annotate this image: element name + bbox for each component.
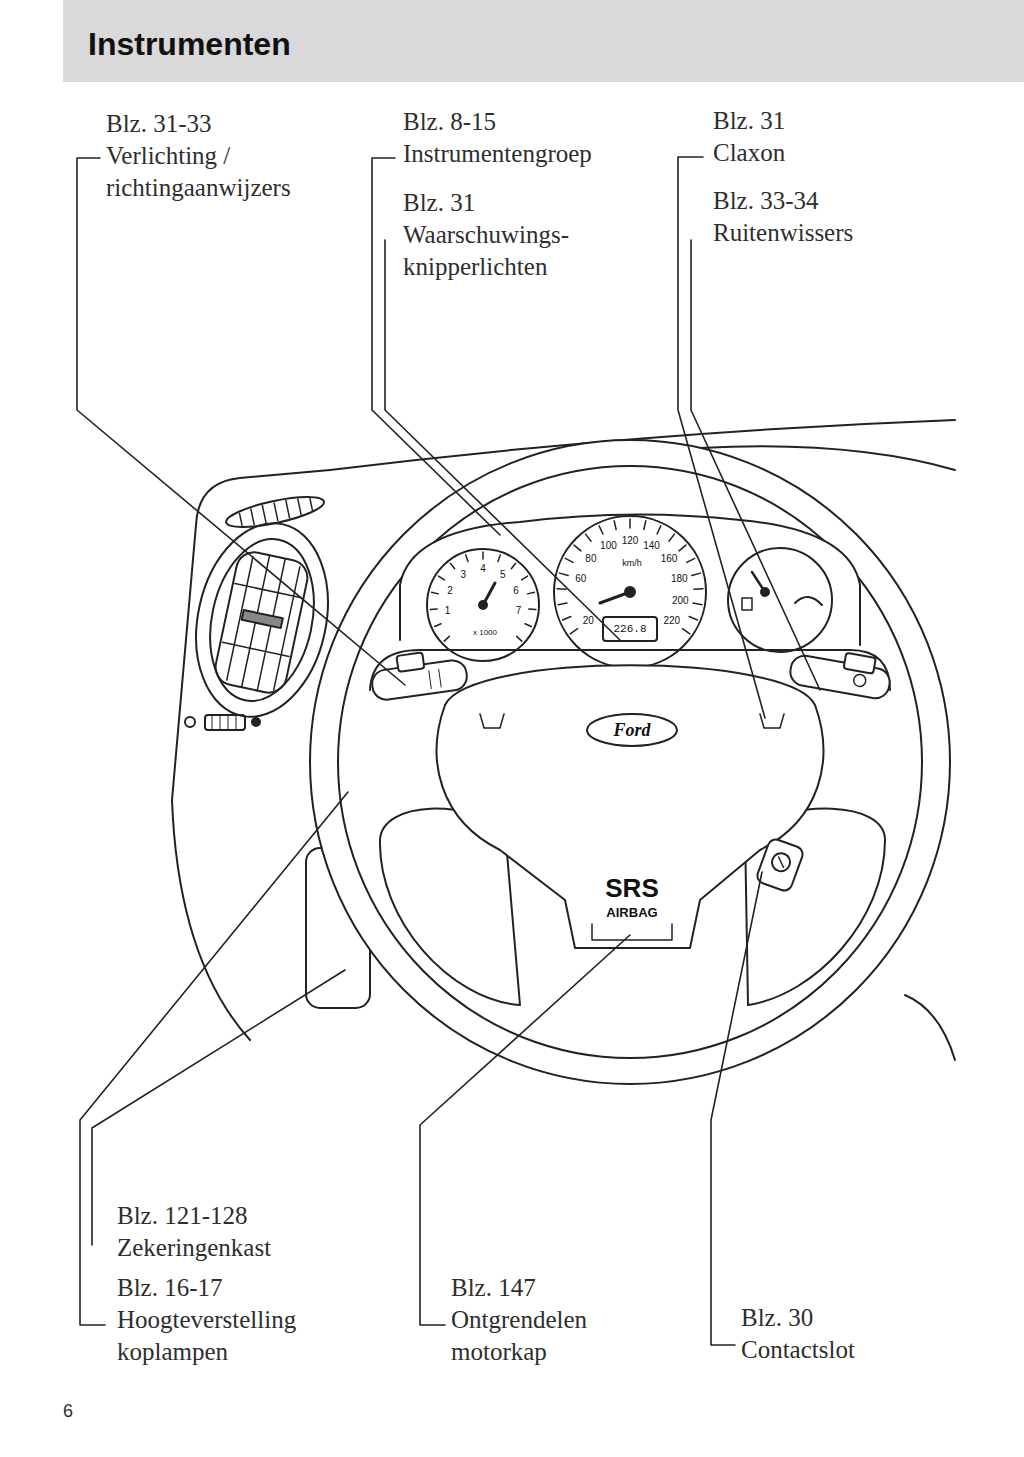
page-reference: Blz. 121-128	[117, 1200, 248, 1232]
fuel-icon	[742, 598, 752, 610]
odometer-reading: 226.8	[613, 623, 646, 636]
page-reference: Blz. 33-34	[713, 185, 819, 217]
airbag-pad	[437, 665, 824, 948]
steering-wheel	[338, 466, 922, 1058]
fuel-temp-gauge	[728, 548, 832, 652]
gauge-number: 2	[447, 585, 453, 597]
gauge-number: 220	[663, 615, 680, 627]
page-reference: Blz. 16-17	[117, 1272, 223, 1304]
horn-symbol	[760, 714, 784, 728]
page-number: 6	[63, 1400, 73, 1422]
gauge-number: 1	[445, 605, 451, 617]
page-reference: Blz. 31	[403, 187, 475, 219]
airbag-marking: AIRBAG	[606, 905, 657, 921]
part-name: Contactslot	[741, 1334, 855, 1366]
unit-label: km/h	[622, 558, 642, 569]
dash-line	[905, 995, 955, 1060]
page-reference: Blz. 31-33	[106, 108, 212, 140]
page-reference: Blz. 8-15	[403, 106, 496, 138]
gauge-number: 160	[661, 553, 678, 565]
needle	[752, 572, 765, 592]
page-reference: Blz. 31	[713, 105, 785, 137]
air-vent	[224, 491, 326, 533]
needle	[600, 592, 630, 603]
part-name: Hoogteverstelling koplampen	[117, 1304, 347, 1368]
page-title: Instrumenten	[88, 26, 291, 63]
gauge-number: 60	[575, 573, 586, 585]
gauge-number: 6	[513, 585, 519, 597]
bonnet-release-mark	[592, 924, 672, 940]
tachometer	[427, 549, 539, 661]
temp-scale	[795, 597, 822, 605]
part-name: Zekeringenkast	[117, 1232, 271, 1264]
gauge-ticks	[430, 519, 703, 641]
ignition-lock	[755, 837, 805, 893]
airbag-marking: SRS	[605, 873, 658, 904]
brand-logo: Ford	[613, 719, 650, 741]
steering-wheel	[310, 440, 950, 1084]
gauge-number: 180	[671, 573, 688, 585]
vent-control	[185, 715, 260, 730]
gauge-number: 7	[516, 605, 522, 617]
part-name: Ontgrendelen motorkap	[451, 1304, 641, 1368]
gauge-number: 140	[643, 540, 660, 552]
gauge-number: 5	[500, 569, 506, 581]
part-name: Waarschuwings- knipperlichten	[403, 219, 613, 283]
horn-symbol	[480, 714, 504, 728]
part-name: Claxon	[713, 137, 785, 169]
gauge-number: 120	[622, 535, 639, 547]
page-reference: Blz. 30	[741, 1302, 813, 1334]
gauge-number: 20	[583, 615, 594, 627]
part-name: Verlichting / richtingaanwijzers	[106, 140, 336, 204]
leader-lines	[77, 157, 820, 1345]
part-name: Ruitenwissers	[713, 217, 853, 249]
lighting-stalk	[369, 647, 469, 702]
speedometer	[554, 516, 706, 668]
gauge-number: 4	[480, 563, 486, 575]
ford-badge	[587, 714, 677, 746]
gauge-number: 80	[585, 553, 596, 565]
needle	[483, 583, 495, 605]
page-reference: Blz. 147	[451, 1272, 536, 1304]
gauge-number: 200	[672, 595, 689, 607]
unit-label: x 1000	[473, 628, 497, 638]
wiper-stalk	[788, 644, 893, 701]
part-name: Instrumentengroep	[403, 138, 592, 170]
gauge-number: 100	[600, 540, 617, 552]
odometer	[603, 617, 657, 641]
gauge-number: 3	[460, 569, 466, 581]
